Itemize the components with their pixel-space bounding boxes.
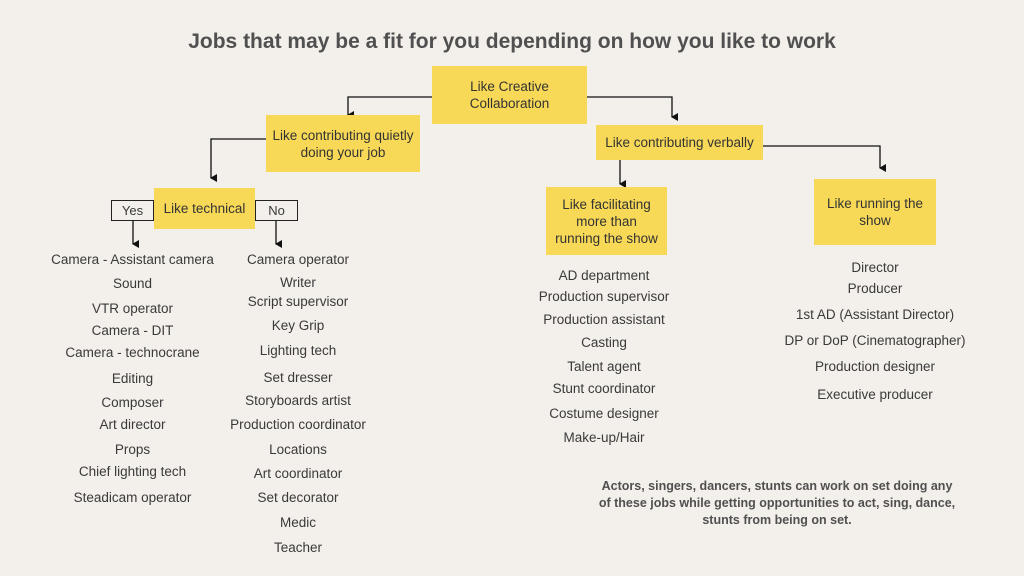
job-item: Writer [280,275,316,290]
job-item: Lighting tech [259,343,337,358]
job-item: Stunt coordinator [552,381,656,396]
job-item: Executive producer [817,387,933,402]
answer-no-label: No [255,200,298,221]
footnote-performers: Actors, singers, dancers, stunts can wor… [598,479,956,527]
node-creative-collaboration: Like Creative Collaboration [432,66,587,124]
job-item: Set dresser [263,370,333,385]
job-item: Steadicam operator [73,490,192,505]
job-item: Camera - Assistant camera [51,252,214,267]
job-item: Camera - technocrane [65,345,200,360]
technical-no-job-list: Camera operator Writer Script supervisor… [203,0,393,576]
job-item: Medic [279,515,316,530]
job-item: Casting [581,335,627,350]
job-item: Script supervisor [247,294,349,309]
job-item: Chief lighting tech [78,464,187,479]
job-item: Camera - DIT [91,323,174,338]
answer-yes-label: Yes [111,200,154,221]
job-item: DP or DoP (Cinematographer) [784,333,966,348]
job-item: Costume designer [549,406,659,421]
job-item: Teacher [273,540,323,555]
node-running-the-show: Like running the show [814,179,936,245]
job-item: Editing [111,371,154,386]
arrow-root-to-verbal [587,96,678,121]
job-item: Director [851,260,899,275]
job-item: Producer [847,281,903,296]
job-item: Sound [112,276,153,291]
node-contributing-verbally: Like contributing verbally [596,125,763,160]
technical-yes-job-list: Camera - Assistant camera Sound VTR oper… [10,0,255,576]
arrow-root-to-quiet [347,96,432,119]
job-item: AD department [558,268,650,283]
running-show-job-list: Director Producer 1st AD (Assistant Dire… [770,0,980,576]
job-item: Art coordinator [253,466,343,481]
job-item: Locations [269,442,327,457]
job-item: Production supervisor [538,289,670,304]
job-item: Key Grip [271,318,325,333]
job-item: Art director [99,417,166,432]
job-item: Make-up/Hair [563,430,645,445]
diagram-title: Jobs that may be a fit for you depending… [188,30,836,53]
job-item: Set decorator [257,490,339,505]
job-item: Talent agent [567,359,641,374]
job-item: Composer [101,395,164,410]
job-item: Production coordinator [230,417,366,432]
node-contributing-quietly: Like contributing quietly doing your job [266,115,420,172]
job-item: VTR operator [91,301,174,316]
job-item: Production assistant [543,312,665,327]
job-item: 1st AD (Assistant Director) [795,307,955,322]
node-technical: Like technical [154,188,255,229]
node-facilitating: Like facilitating more than running the … [546,187,667,255]
job-item: Props [114,442,151,457]
facilitating-job-list: AD department Production supervisor Prod… [514,0,694,576]
job-item: Camera operator [246,252,350,267]
arrow-verbal-to-running [763,145,886,172]
job-item: Storyboards artist [245,393,351,408]
arrow-quiet-to-technical [210,138,266,182]
job-item: Production designer [814,359,936,374]
